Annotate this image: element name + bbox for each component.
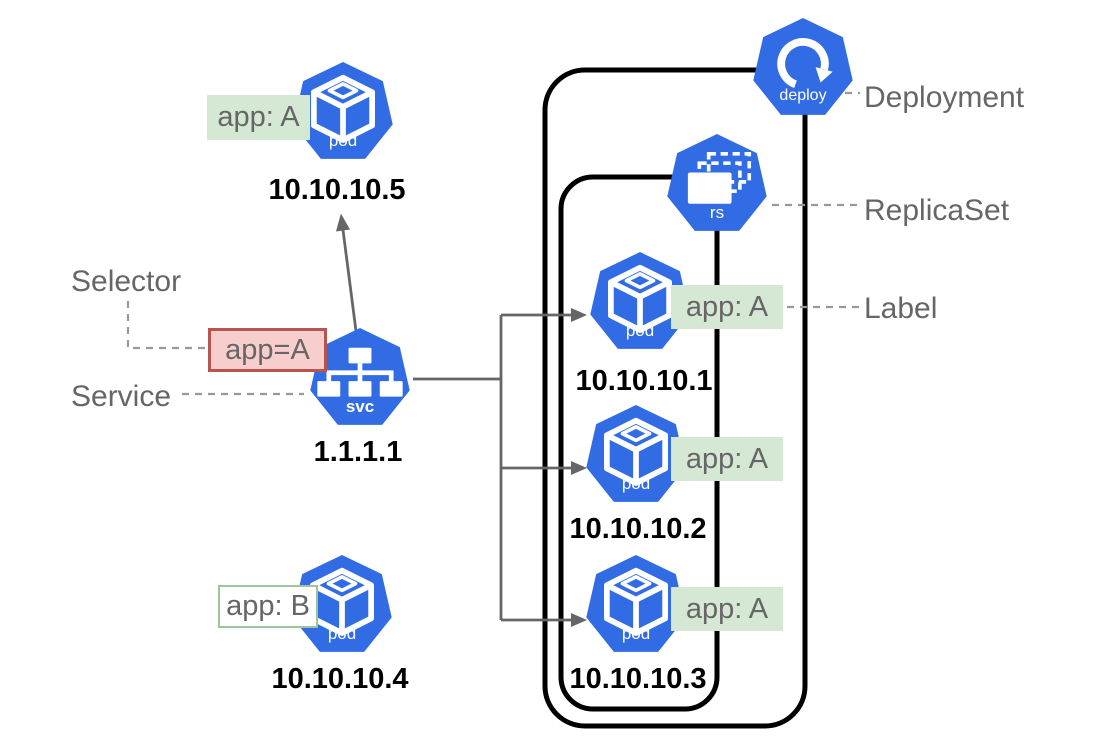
- deployment-icon: deploy: [751, 17, 855, 121]
- pod1-arrowhead: [571, 308, 587, 322]
- pod-icon-label: pod: [625, 321, 655, 340]
- cube-glyph: [604, 417, 668, 486]
- heptagon: [753, 18, 853, 115]
- replicaset-icon-label: rs: [709, 203, 725, 222]
- pod-ip: 10.10.10.4: [271, 663, 409, 695]
- pod-label-app-a: app: A: [207, 95, 310, 140]
- service-ip: 1.1.1.1: [313, 436, 403, 468]
- deployment-icon-label: deploy: [779, 87, 827, 104]
- pod2-arrowhead: [571, 461, 587, 475]
- pod-label-app-b: app: B: [218, 585, 318, 628]
- annotation-service: Service: [71, 380, 172, 413]
- pod3-arrowhead: [571, 613, 587, 627]
- service-icon-label: svc: [345, 397, 375, 416]
- pod-icon: pod: [588, 251, 692, 355]
- pod-icon-label: pod: [621, 474, 651, 493]
- pod-ip: 10.10.10.5: [268, 174, 406, 206]
- cube-glyph: [311, 74, 375, 143]
- annotation-replicaset: ReplicaSet: [864, 194, 1010, 227]
- rotate-arrow-glyph: [777, 38, 833, 88]
- pod5-arrowhead: [336, 213, 350, 232]
- annotation-selector: Selector: [71, 265, 182, 298]
- selector-value-box: app=A: [208, 328, 327, 372]
- service-icon: svc: [308, 327, 412, 431]
- pod-icon-label: pod: [621, 624, 651, 643]
- service-to-pod5-line: [341, 229, 358, 332]
- pod-icon-label: pod: [328, 131, 358, 150]
- annotation-deployment: Deployment: [864, 81, 1025, 114]
- pod-label-app-a: app: A: [671, 587, 783, 631]
- pod-icon: pod: [584, 554, 688, 658]
- pod-ip: 10.10.10.1: [575, 365, 713, 397]
- selector-dashed-connector: [126, 301, 205, 350]
- service-tree-glyph: [317, 347, 403, 397]
- cube-glyph: [604, 567, 668, 636]
- pod-ip: 10.10.10.2: [569, 513, 707, 545]
- deployment-boundary: [542, 67, 808, 729]
- pod-icon-label: pod: [327, 624, 357, 643]
- annotation-label: Label: [864, 292, 938, 325]
- pod-label-app-a: app: A: [671, 285, 783, 329]
- cube-glyph: [608, 264, 672, 333]
- replicaset-icon: rs: [665, 133, 769, 237]
- pod-icon: pod: [291, 61, 395, 165]
- pod-ip: 10.10.10.3: [569, 663, 707, 695]
- pod-icon: pod: [584, 404, 688, 508]
- pod-label-app-a: app: A: [671, 437, 783, 481]
